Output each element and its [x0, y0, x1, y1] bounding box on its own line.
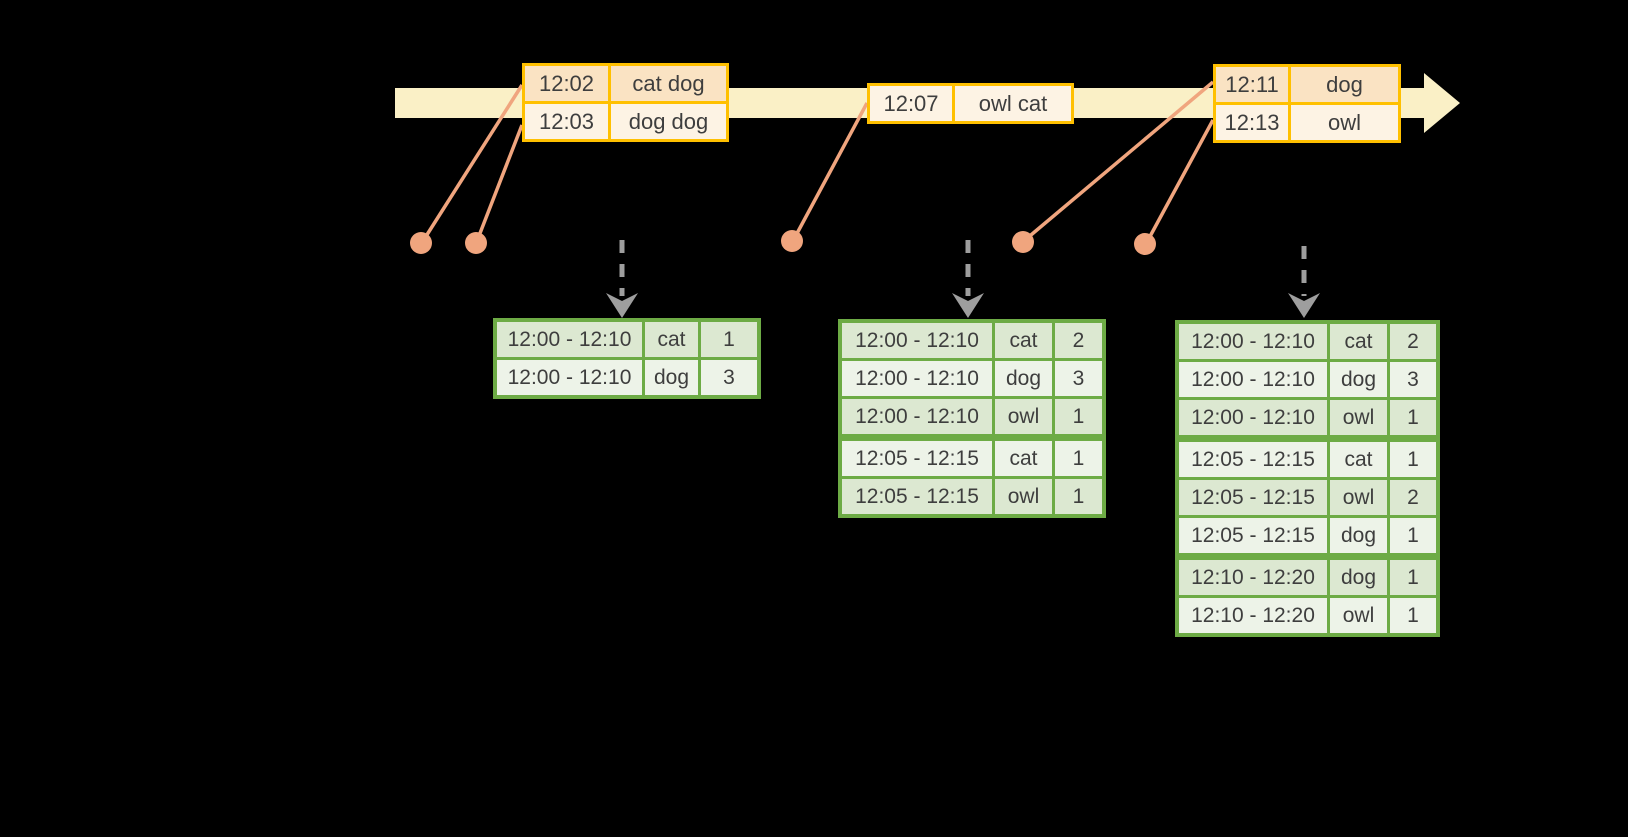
result-window: 12:05 - 12:15 — [842, 479, 992, 514]
event-dot — [781, 230, 803, 252]
event-words: owl — [1291, 105, 1398, 140]
result-word: dog — [995, 361, 1052, 396]
result-count: 3 — [1055, 361, 1102, 396]
result-word: dog — [1330, 362, 1387, 397]
connector-line — [1145, 119, 1215, 243]
result-table-1: 12:00 - 12:10 cat 1 12:00 - 12:10 dog 3 — [493, 318, 761, 399]
result-word: owl — [1330, 598, 1387, 633]
event-table-1: 12:02 cat dog 12:03 dog dog — [522, 63, 729, 142]
result-window: 12:00 - 12:10 — [497, 360, 642, 395]
event-words: owl cat — [955, 86, 1071, 121]
result-word: owl — [995, 479, 1052, 514]
event-words: dog dog — [611, 104, 726, 139]
result-count: 1 — [1055, 479, 1102, 514]
event-time: 12:03 — [525, 104, 608, 139]
result-window: 12:10 - 12:20 — [1179, 560, 1327, 595]
result-word: dog — [645, 360, 698, 395]
result-count: 2 — [1390, 480, 1436, 515]
result-window: 12:00 - 12:10 — [1179, 400, 1327, 435]
result-word: dog — [1330, 518, 1387, 553]
result-count: 1 — [1390, 518, 1436, 553]
event-time: 12:13 — [1216, 105, 1288, 140]
event-words: cat dog — [611, 66, 726, 101]
result-count: 1 — [1390, 400, 1436, 435]
result-count: 1 — [1390, 442, 1436, 477]
window-group: 12:00 - 12:10 cat 1 12:00 - 12:10 dog 3 — [497, 322, 757, 395]
result-table-2: 12:00 - 12:10 cat 2 12:00 - 12:10 dog 3 … — [838, 319, 1106, 518]
event-dot — [1134, 233, 1156, 255]
window-group: 12:10 - 12:20 dog 1 12:10 - 12:20 owl 1 — [1179, 560, 1436, 633]
result-word: owl — [995, 399, 1052, 434]
window-group: 12:05 - 12:15 cat 1 12:05 - 12:15 owl 2 … — [1179, 442, 1436, 553]
result-word: cat — [1330, 324, 1387, 359]
result-table-3: 12:00 - 12:10 cat 2 12:00 - 12:10 dog 3 … — [1175, 320, 1440, 637]
event-table-3: 12:11 dog 12:13 owl — [1213, 64, 1401, 143]
connector-line — [792, 102, 869, 240]
result-window: 12:00 - 12:10 — [842, 399, 992, 434]
result-window: 12:10 - 12:20 — [1179, 598, 1327, 633]
result-window: 12:00 - 12:10 — [1179, 362, 1327, 397]
event-dot — [410, 232, 432, 254]
result-window: 12:05 - 12:15 — [1179, 518, 1327, 553]
event-dot — [465, 232, 487, 254]
result-count: 2 — [1390, 324, 1436, 359]
result-word: dog — [1330, 560, 1387, 595]
result-word: owl — [1330, 400, 1387, 435]
event-time: 12:11 — [1216, 67, 1288, 102]
event-time: 12:02 — [525, 66, 608, 101]
connector-line — [475, 124, 524, 242]
result-window: 12:00 - 12:10 — [1179, 324, 1327, 359]
result-word: owl — [1330, 480, 1387, 515]
result-count: 1 — [1390, 598, 1436, 633]
event-time: 12:07 — [870, 86, 952, 121]
result-window: 12:00 - 12:10 — [497, 322, 642, 357]
result-count: 2 — [1055, 323, 1102, 358]
window-group: 12:00 - 12:10 cat 2 12:00 - 12:10 dog 3 … — [1179, 324, 1436, 435]
result-window: 12:00 - 12:10 — [842, 361, 992, 396]
result-window: 12:05 - 12:15 — [1179, 442, 1327, 477]
result-count: 1 — [1055, 399, 1102, 434]
result-word: cat — [645, 322, 698, 357]
timeline-arrowhead-icon — [1424, 73, 1460, 133]
result-window: 12:05 - 12:15 — [1179, 480, 1327, 515]
window-group: 12:00 - 12:10 cat 2 12:00 - 12:10 dog 3 … — [842, 323, 1102, 434]
result-word: cat — [1330, 442, 1387, 477]
result-window: 12:05 - 12:15 — [842, 441, 992, 476]
trigger-arrowhead-icon — [952, 293, 984, 318]
result-word: cat — [995, 323, 1052, 358]
trigger-arrowhead-icon — [606, 293, 638, 318]
result-count: 1 — [701, 322, 757, 357]
result-count: 1 — [1055, 441, 1102, 476]
result-count: 3 — [701, 360, 757, 395]
result-word: cat — [995, 441, 1052, 476]
result-count: 1 — [1390, 560, 1436, 595]
event-dot — [1012, 231, 1034, 253]
event-table-2: 12:07 owl cat — [867, 83, 1074, 124]
result-window: 12:00 - 12:10 — [842, 323, 992, 358]
event-words: dog — [1291, 67, 1398, 102]
result-count: 3 — [1390, 362, 1436, 397]
window-group: 12:05 - 12:15 cat 1 12:05 - 12:15 owl 1 — [842, 441, 1102, 514]
trigger-arrowhead-icon — [1288, 293, 1320, 318]
